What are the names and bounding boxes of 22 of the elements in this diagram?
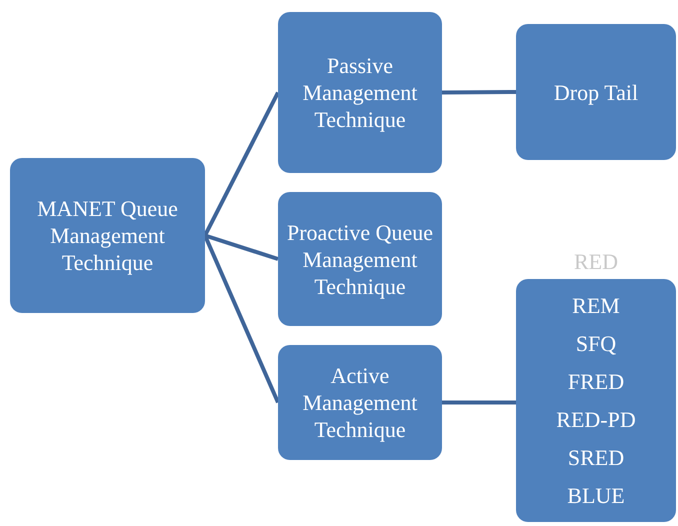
node-label: FRED: [568, 368, 624, 396]
process-box: [278, 192, 442, 326]
process-box: [516, 24, 676, 160]
node-label: SFQ: [576, 330, 616, 358]
node-label: SRED: [568, 444, 624, 472]
connector-line: [442, 400, 516, 404]
process-box: [278, 345, 442, 460]
node-label: REM: [572, 292, 620, 320]
node-label: Drop Tail: [554, 78, 638, 106]
node-label: Proactive Queue Management Technique: [286, 218, 434, 300]
process-box: [516, 279, 676, 522]
node-label: Passive Management Technique: [302, 52, 418, 133]
node-label: Active Management Technique: [302, 362, 418, 443]
process-box: [278, 12, 442, 173]
node-label: MANET Queue Management Technique: [36, 195, 179, 276]
connector-line: [203, 92, 280, 236]
connector-line: [442, 90, 516, 94]
node-label: RED-PD: [556, 406, 636, 434]
node-label: BLUE: [567, 482, 625, 510]
connector-line: [204, 234, 279, 261]
process-box: [10, 158, 205, 313]
connector-line: [203, 234, 280, 404]
